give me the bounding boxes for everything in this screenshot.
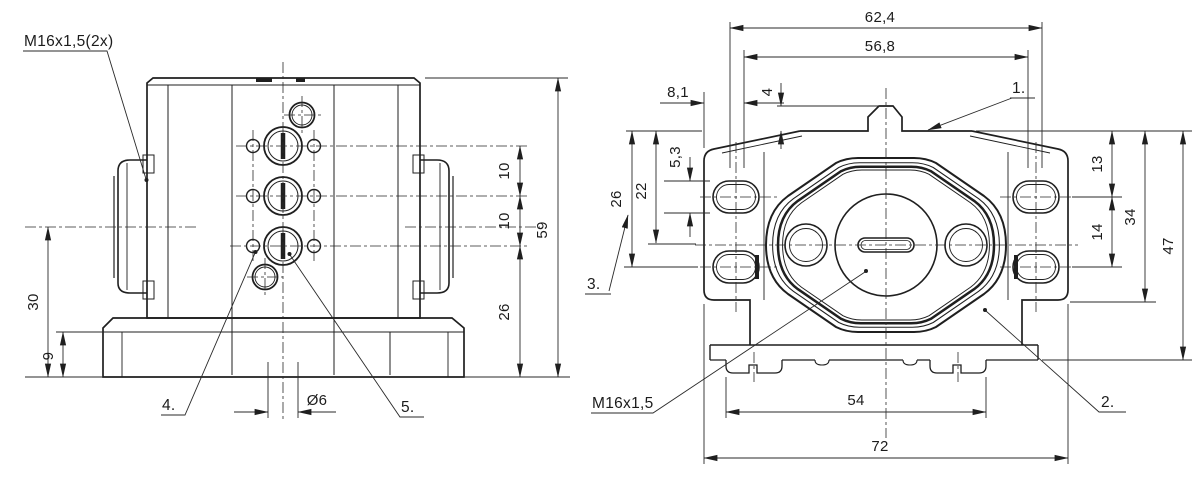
dim-22: 22 [633,182,650,199]
front-view-centerlines [25,62,540,420]
plate-top-edge-with-tab [800,105,972,132]
leader-line [985,310,1126,413]
leader-line [927,97,1013,131]
right-flange-tab [412,154,425,174]
centerline [252,130,315,262]
dim-4: 4 [759,88,776,97]
front-view-callouts: M16x1,5(2x) 4. 5. [23,33,424,418]
ext-line [624,130,702,268]
centerline [735,142,1037,312]
leader-dot [287,252,292,256]
dim-26: 26 [496,303,513,320]
ext-line [267,362,299,418]
top-edge-mark [296,78,305,82]
ext-line [729,22,1043,168]
leader-line [289,254,424,418]
callout-m16-2x: M16x1,5(2x) [24,33,113,50]
dim-13: 13 [1089,155,1106,172]
item-4-label: 4. [162,397,176,414]
plate-left [703,130,801,345]
bottom-bump [902,359,918,366]
base-outline [102,317,465,378]
plate-right [971,130,1069,345]
right-flange [420,159,450,294]
dim-dia6: Ø6 [307,392,328,409]
body-panel-lines [167,85,399,318]
leader-line [161,252,256,416]
leader-dot [983,308,987,312]
dim-26: 26 [608,190,625,207]
item-5-label: 5. [401,399,415,416]
leader-line [608,214,629,292]
dim-30: 30 [25,293,42,310]
strip-edges [709,344,1039,360]
item-3-label: 3. [587,276,601,293]
leader-line [591,271,866,414]
dim-56-8: 56,8 [865,38,895,55]
callout-m16-label: M16x1,5 [592,395,654,412]
left-flange [117,159,147,294]
dim-47: 47 [1160,237,1177,254]
leader-dot [864,269,868,273]
ext-line [976,130,1192,361]
item-1-label: 1. [1012,80,1026,97]
base-strip [709,344,1039,374]
leader-dot [144,178,149,182]
dim-9: 9 [40,352,57,361]
front-view: 30 9 10 10 26 59 Ø6 M16x1,5(2x) 4. [23,33,570,420]
centerline [230,145,530,247]
top-edge-mark [256,78,272,82]
base-inner-lines [121,332,449,377]
dim-5-3: 5,3 [667,146,684,168]
left-flange-tab [142,280,155,300]
top-view-dimensions: 62,4 56,8 8,1 4 5,3 22 26 13 14 [608,9,1192,464]
pad-inner-edges [763,152,1009,300]
right-flange-tab [412,280,425,300]
item-2-label: 2. [1101,394,1115,411]
dim-14: 14 [1089,223,1106,240]
centerline [700,196,1072,268]
dim-62-4: 62,4 [865,9,895,26]
top-view: 62,4 56,8 8,1 4 5,3 22 26 13 14 [585,9,1192,464]
chamfer-inner-lines [721,135,1051,154]
leader-line [23,50,147,180]
top-view-callouts: 1. 2. 3. M16x1,5 [585,80,1126,414]
bottom-bump [814,359,830,366]
body-recess-lines [231,85,391,375]
foot [929,360,987,374]
dim-8-1: 8,1 [667,84,689,101]
front-view-dimensions: 30 9 10 10 26 59 Ø6 [25,77,568,418]
dim-59: 59 [534,221,551,238]
left-flange-tab [142,154,155,174]
dim-72: 72 [871,438,888,455]
top-view-centerlines [695,88,1078,438]
centerline [753,352,959,382]
dim-34: 34 [1122,208,1139,225]
dim-54: 54 [847,392,864,409]
foot [725,360,783,374]
dim-10b: 10 [496,212,513,229]
dim-10a: 10 [496,162,513,179]
leader-dot [253,250,258,254]
